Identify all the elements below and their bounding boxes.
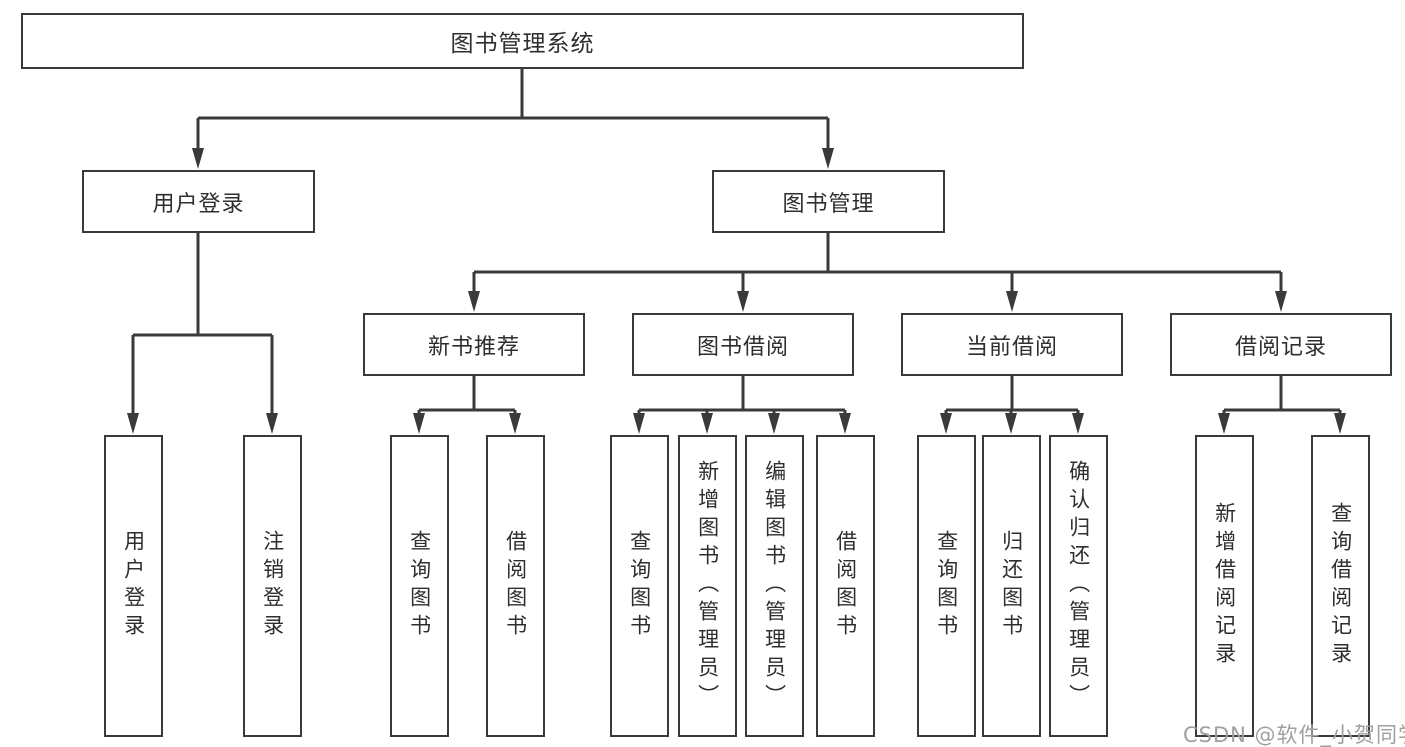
leaf-add-borrow-record: 新增借阅记录 (1195, 435, 1254, 737)
node-label: 注销登录 (260, 530, 285, 642)
node-label: 用户登录 (121, 530, 146, 642)
node-new-book-recommend: 新书推荐 (363, 313, 585, 376)
node-label: 新增借阅记录 (1212, 502, 1237, 670)
node-label: 确认归还（管理员） (1066, 460, 1091, 712)
node-label: 归还图书 (999, 530, 1024, 642)
node-root-library-system: 图书管理系统 (21, 13, 1024, 69)
node-book-borrow: 图书借阅 (632, 313, 854, 376)
leaf-confirm-return-admin: 确认归还（管理员） (1049, 435, 1108, 737)
leaf-query-books-borrow: 查询图书 (610, 435, 669, 737)
leaf-return-books: 归还图书 (982, 435, 1041, 737)
leaf-query-books-current: 查询图书 (917, 435, 976, 737)
leaf-borrow-books-recommend: 借阅图书 (486, 435, 545, 737)
node-label: 编辑图书（管理员） (762, 460, 787, 712)
node-label: 图书借阅 (696, 334, 789, 360)
leaf-borrow-books: 借阅图书 (816, 435, 875, 737)
node-borrow-records: 借阅记录 (1170, 313, 1392, 376)
node-label: 借阅记录 (1234, 334, 1327, 360)
leaf-query-books-recommend: 查询图书 (390, 435, 449, 737)
node-user-login: 用户登录 (82, 170, 315, 233)
node-label: 当前借阅 (965, 334, 1058, 360)
leaf-logout: 注销登录 (243, 435, 302, 737)
leaf-user-login: 用户登录 (104, 435, 163, 737)
leaf-edit-books-admin: 编辑图书（管理员） (745, 435, 804, 737)
node-label: 用户登录 (152, 191, 245, 217)
node-label: 借阅图书 (833, 530, 858, 642)
node-book-management: 图书管理 (712, 170, 945, 233)
node-label: 查询图书 (627, 530, 652, 642)
watermark-text: CSDN @软件_小贺同学 (1183, 723, 1405, 747)
node-label: 新书推荐 (427, 334, 520, 360)
node-label: 图书管理系统 (450, 31, 595, 57)
node-label: 新增图书（管理员） (695, 460, 720, 712)
node-current-borrow: 当前借阅 (901, 313, 1123, 376)
leaf-query-borrow-record: 查询借阅记录 (1311, 435, 1370, 737)
node-label: 图书管理 (782, 191, 875, 217)
node-label: 查询图书 (934, 530, 959, 642)
node-label: 借阅图书 (503, 530, 528, 642)
node-label: 查询借阅记录 (1328, 502, 1353, 670)
leaf-add-books-admin: 新增图书（管理员） (678, 435, 737, 737)
node-label: 查询图书 (407, 530, 432, 642)
